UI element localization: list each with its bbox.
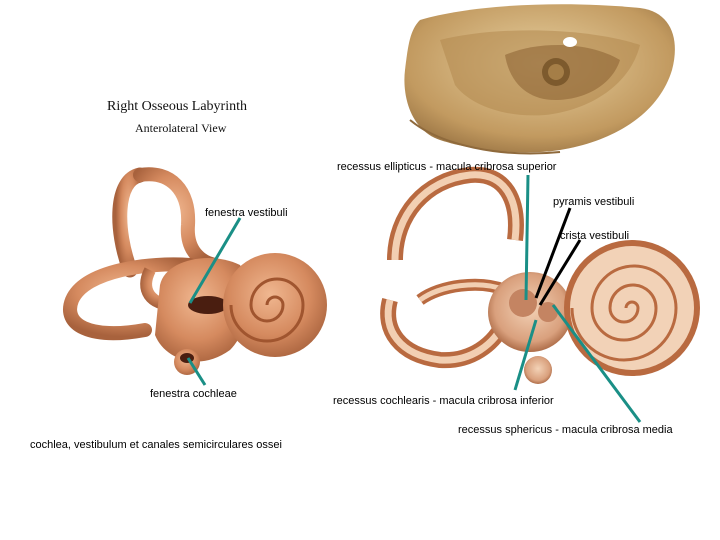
temporal-bone-illustration (404, 4, 675, 155)
left-labyrinth-illustration (63, 167, 327, 375)
diagram-title: Right Osseous Labyrinth (107, 99, 247, 114)
pointer-pyramis-vestibuli (534, 207, 572, 299)
label-fenestra-vestibuli: fenestra vestibuli (205, 207, 288, 219)
right-labyrinth-illustration (380, 166, 700, 384)
pointer-recessus-ellipticus (524, 174, 530, 301)
pointer-fenestra-cochleae (186, 357, 207, 386)
label-crista-vestibuli: crista vestibuli (560, 230, 630, 242)
pointer-crista-vestibuli (538, 239, 582, 306)
label-recessus-ellipticus: recessus ellipticus - macula cribrosa su… (337, 161, 557, 173)
pointer-fenestra-vestibuli (188, 217, 242, 304)
diagram-subtitle: Anterolateral View (135, 121, 227, 135)
pointer-lines (186, 174, 642, 423)
pointer-recessus-sphericus (551, 304, 642, 423)
label-pyramis-vestibuli: pyramis vestibuli (553, 196, 635, 208)
label-fenestra-cochleae: fenestra cochleae (150, 388, 237, 400)
diagram-caption: cochlea, vestibulum et canales semicircu… (30, 439, 282, 451)
label-recessus-cochlearis: recessus cochlearis - macula cribrosa in… (333, 395, 554, 407)
pointer-recessus-cochlearis (513, 319, 538, 391)
label-recessus-sphericus: recessus sphericus - macula cribrosa med… (458, 424, 673, 436)
